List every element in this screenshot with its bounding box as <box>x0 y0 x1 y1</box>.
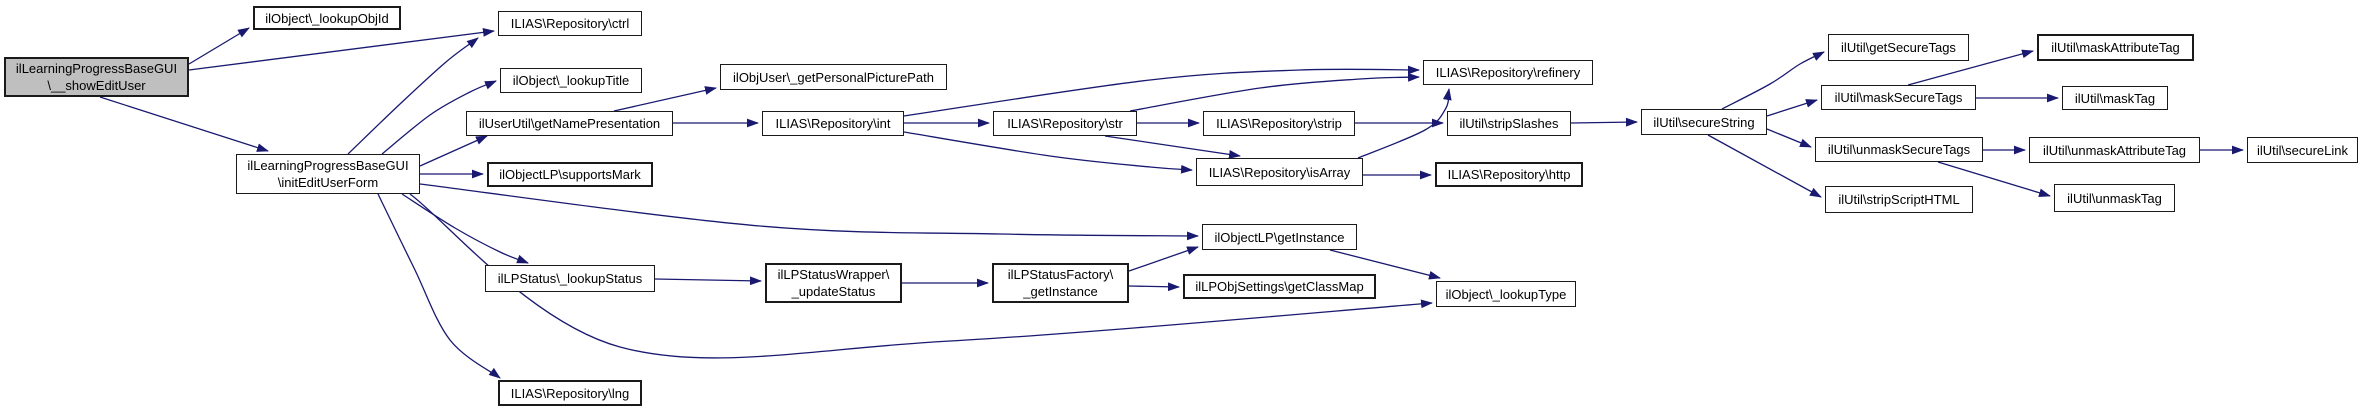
node-updateStatus[interactable]: ilLPStatusWrapper\ _updateStatus <box>765 263 902 303</box>
node-getNamePresentation[interactable]: ilUserUtil\getNamePresentation <box>466 111 673 136</box>
node-label: ILIAS\Repository\isArray <box>1208 164 1351 180</box>
node-showEditUser: ilLearningProgressBaseGUI \__showEditUser <box>4 57 189 97</box>
node-getPersonalPicturePath[interactable]: ilObjUser\_getPersonalPicturePath <box>720 64 947 90</box>
node-label: ilUtil\unmaskTag <box>2067 190 2162 206</box>
edge-str-to-refinery <box>1129 72 1420 112</box>
node-label: ilLPStatusWrapper\ <box>777 267 890 282</box>
node-label: ilUtil\getSecureTags <box>1841 40 1956 55</box>
node-lookupStatus[interactable]: ilLPStatus\_lookupStatus <box>485 265 655 292</box>
edge-showEditUser-to-initEditUserForm <box>99 96 269 152</box>
node-secureLink[interactable]: ilUtil\secureLink <box>2247 137 2358 163</box>
edge-lookupStatus-to-updateStatus <box>654 276 762 286</box>
node-lookupType[interactable]: ilObject\_lookupType <box>1436 281 1576 307</box>
edge-str-to-isArray <box>1104 135 1241 159</box>
node-label: ILIAS\Repository\strip <box>1216 116 1342 131</box>
node-label: ilObject\_lookupObjId <box>265 10 389 26</box>
edge-secureString-to-unmaskSecureTags <box>1766 128 1812 148</box>
node-lookupObjId[interactable]: ilObject\_lookupObjId <box>253 6 401 30</box>
node-refinery[interactable]: ILIAS\Repository\refinery <box>1423 60 1593 85</box>
node-label: ilLearningProgressBaseGUI <box>247 158 409 173</box>
edge-initEditUserForm-to-lookupStatus <box>401 193 529 264</box>
edge-stripSlashes-to-secureString <box>1570 117 1638 127</box>
node-label: ilObjUser\_getPersonalPicturePath <box>733 69 934 85</box>
node-label: ilLearningProgressBaseGUI <box>15 61 178 76</box>
node-label: ilUserUtil\getNamePresentation <box>478 116 661 131</box>
edge-initEditUserForm-to-lookupTitle <box>381 80 497 155</box>
node-label: ilUtil\unmaskSecureTags <box>1827 142 1971 157</box>
edge-int-to-refinery <box>903 65 1420 117</box>
node-int[interactable]: ILIAS\Repository\int <box>762 111 904 136</box>
node-label: ilUtil\secureString <box>1653 114 1755 130</box>
node-label: ilUtil\maskTag <box>2074 90 2156 106</box>
node-getInstance[interactable]: ilObjectLP\getInstance <box>1202 224 1357 250</box>
node-label: ilObject\_lookupTitle <box>512 73 630 88</box>
node-isArray[interactable]: ILIAS\Repository\isArray <box>1196 158 1363 186</box>
node-label: ilLPStatus\_lookupStatus <box>497 271 643 286</box>
edge-statusFactory-to-getClassMap <box>1128 282 1180 292</box>
node-label: ilUtil\unmaskAttributeTag <box>2042 142 2187 158</box>
node-getSecureTags[interactable]: ilUtil\getSecureTags <box>1828 34 1969 61</box>
node-label: ilUtil\maskAttributeTag <box>2051 40 2180 55</box>
node-str[interactable]: ILIAS\Repository\str <box>993 111 1137 136</box>
edge-initEditUserForm-to-getNamePresentation <box>419 135 488 167</box>
node-label: ILIAS\Repository\lng <box>510 385 630 401</box>
node-label: ilLPObjSettings\getClassMap <box>1195 279 1364 294</box>
edge-initEditUserForm-to-ctrl <box>347 37 479 155</box>
edge-int-to-isArray <box>903 131 1193 174</box>
node-label: ilLPStatusFactory\ <box>1007 267 1114 282</box>
node-supportsMark[interactable]: ilObjectLP\supportsMark <box>487 162 653 187</box>
node-unmaskAttributeTag[interactable]: ilUtil\unmaskAttributeTag <box>2029 137 2200 163</box>
node-label: _getInstance <box>1023 284 1098 299</box>
node-stripScriptHTML[interactable]: ilUtil\stripScriptHTML <box>1825 186 1973 213</box>
edge-getInstance-to-lookupType <box>1329 249 1441 280</box>
node-statusFactory[interactable]: ilLPStatusFactory\ _getInstance <box>992 263 1129 303</box>
node-strip[interactable]: ILIAS\Repository\strip <box>1203 111 1355 136</box>
node-label: ilUtil\stripScriptHTML <box>1838 192 1960 207</box>
node-label: ILIAS\Repository\ctrl <box>510 16 630 31</box>
node-label: \initEditUserForm <box>277 175 379 190</box>
edge-isArray-to-refinery <box>1357 88 1452 159</box>
node-label: ILIAS\Repository\http <box>1447 167 1571 182</box>
node-label: ilUtil\secureLink <box>2256 142 2349 158</box>
node-maskTag[interactable]: ilUtil\maskTag <box>2062 86 2168 110</box>
node-label: ilObjectLP\getInstance <box>1214 229 1345 245</box>
node-lookupTitle[interactable]: ilObject\_lookupTitle <box>500 68 642 93</box>
node-stripSlashes[interactable]: ilUtil\stripSlashes <box>1447 111 1571 136</box>
edge-getNamePresentation-to-getPersonalPicturePath <box>613 86 717 112</box>
node-unmaskTag[interactable]: ilUtil\unmaskTag <box>2054 184 2175 212</box>
node-label: ilUtil\stripSlashes <box>1459 116 1559 131</box>
node-http[interactable]: ILIAS\Repository\http <box>1435 162 1583 187</box>
edge-showEditUser-to-lookupObjId <box>188 27 250 65</box>
node-label: ilObjectLP\supportsMark <box>499 167 641 182</box>
node-maskSecureTags[interactable]: ilUtil\maskSecureTags <box>1821 85 1976 110</box>
call-edges <box>99 27 2244 379</box>
node-initEditUserForm[interactable]: ilLearningProgressBaseGUI \initEditUserFo… <box>236 154 420 194</box>
node-secureString[interactable]: ilUtil\secureString <box>1641 109 1767 135</box>
node-label: ILIAS\Repository\refinery <box>1435 65 1581 80</box>
edge-showEditUser-to-ctrl <box>188 28 495 71</box>
node-label: \__showEditUser <box>47 78 146 93</box>
node-getClassMap[interactable]: ilLPObjSettings\getClassMap <box>1183 274 1376 299</box>
edge-unmaskSecureTags-to-unmaskTag <box>1937 161 2051 198</box>
node-maskAttributeTag[interactable]: ilUtil\maskAttributeTag <box>2037 34 2194 61</box>
node-ctrl[interactable]: ILIAS\Repository\ctrl <box>498 11 642 36</box>
node-lng[interactable]: ILIAS\Repository\lng <box>498 380 642 406</box>
node-label: ilUtil\maskSecureTags <box>1834 90 1963 105</box>
edge-statusFactory-to-getInstance <box>1128 246 1199 272</box>
edge-initEditUserForm-to-lng <box>377 193 501 379</box>
edge-secureString-to-getSecureTags <box>1721 51 1825 110</box>
node-label: _updateStatus <box>791 284 876 299</box>
node-unmaskSecureTags[interactable]: ilUtil\unmaskSecureTags <box>1815 137 1983 162</box>
edge-initEditUserForm-to-getInstance <box>419 183 1199 241</box>
node-label: ILIAS\Repository\int <box>775 116 891 131</box>
node-label: ilObject\_lookupType <box>1445 286 1567 302</box>
edge-maskSecureTags-to-maskAttributeTag <box>1907 49 2034 86</box>
edge-secureString-to-stripScriptHTML <box>1707 134 1822 198</box>
node-label: ILIAS\Repository\str <box>1007 116 1123 131</box>
edge-secureString-to-maskSecureTags <box>1766 99 1818 117</box>
